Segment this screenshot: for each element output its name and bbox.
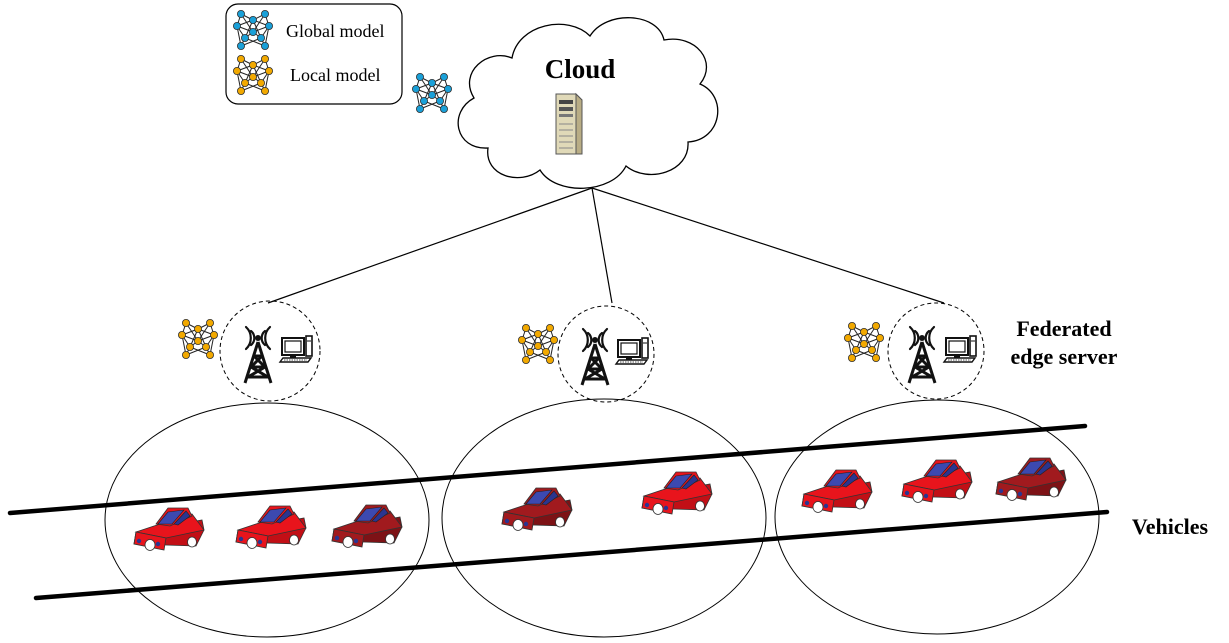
- road-top-edge: [7, 423, 1088, 516]
- road-bottom-edge: [33, 509, 1110, 601]
- cloud-links: [267, 187, 945, 304]
- edge-server-3: [843, 302, 985, 400]
- link-cloud-edge-1: [267, 187, 593, 304]
- edge-2-local-model-icon: [517, 323, 559, 365]
- car-icon: [641, 471, 713, 515]
- edge-3-tower-icon: [907, 325, 937, 385]
- link-cloud-edge-2: [591, 187, 613, 304]
- coverage-area-1: [104, 402, 430, 638]
- edge-1-local-model-icon: [177, 318, 219, 360]
- edge-3-boundary: [887, 302, 985, 400]
- coverage-area-2: [441, 398, 767, 638]
- edge-1-computer-icon: [279, 335, 313, 363]
- edge-label-line2: edge server: [1011, 344, 1118, 369]
- edge-1-tower-icon: [243, 325, 273, 385]
- cloud-shape: [457, 17, 719, 189]
- edge-3-local-model-icon: [843, 321, 885, 363]
- legend-local-label: Local model: [290, 65, 380, 85]
- car-icon: [133, 507, 205, 551]
- car-icon: [331, 504, 403, 548]
- vehicle-group: [133, 457, 1067, 551]
- car-icon: [235, 505, 307, 549]
- edge-2-computer-icon: [615, 337, 649, 365]
- cloud-global-model-icon: [411, 72, 453, 114]
- legend: Global model Local model: [225, 3, 403, 105]
- coverage-area-3: [774, 399, 1100, 635]
- link-cloud-edge-3: [591, 187, 945, 304]
- car-icon: [995, 457, 1067, 501]
- car-icon: [801, 469, 873, 513]
- edge-label-line1: Federated: [1016, 316, 1111, 341]
- vehicles-label: Vehicles: [1132, 514, 1209, 539]
- edge-2-boundary: [557, 305, 655, 403]
- legend-global-label: Global model: [286, 21, 384, 41]
- coverage-areas: [104, 398, 1100, 638]
- car-icon: [501, 487, 573, 531]
- edge-server-1: [177, 300, 321, 402]
- edge-3-computer-icon: [943, 335, 977, 363]
- road: [7, 423, 1110, 601]
- server-icon: [555, 93, 583, 155]
- edge-1-boundary: [219, 300, 321, 402]
- edge-server-2: [517, 305, 655, 403]
- edge-2-tower-icon: [580, 327, 610, 387]
- car-icon: [901, 459, 973, 503]
- cloud-label: Cloud: [545, 54, 616, 84]
